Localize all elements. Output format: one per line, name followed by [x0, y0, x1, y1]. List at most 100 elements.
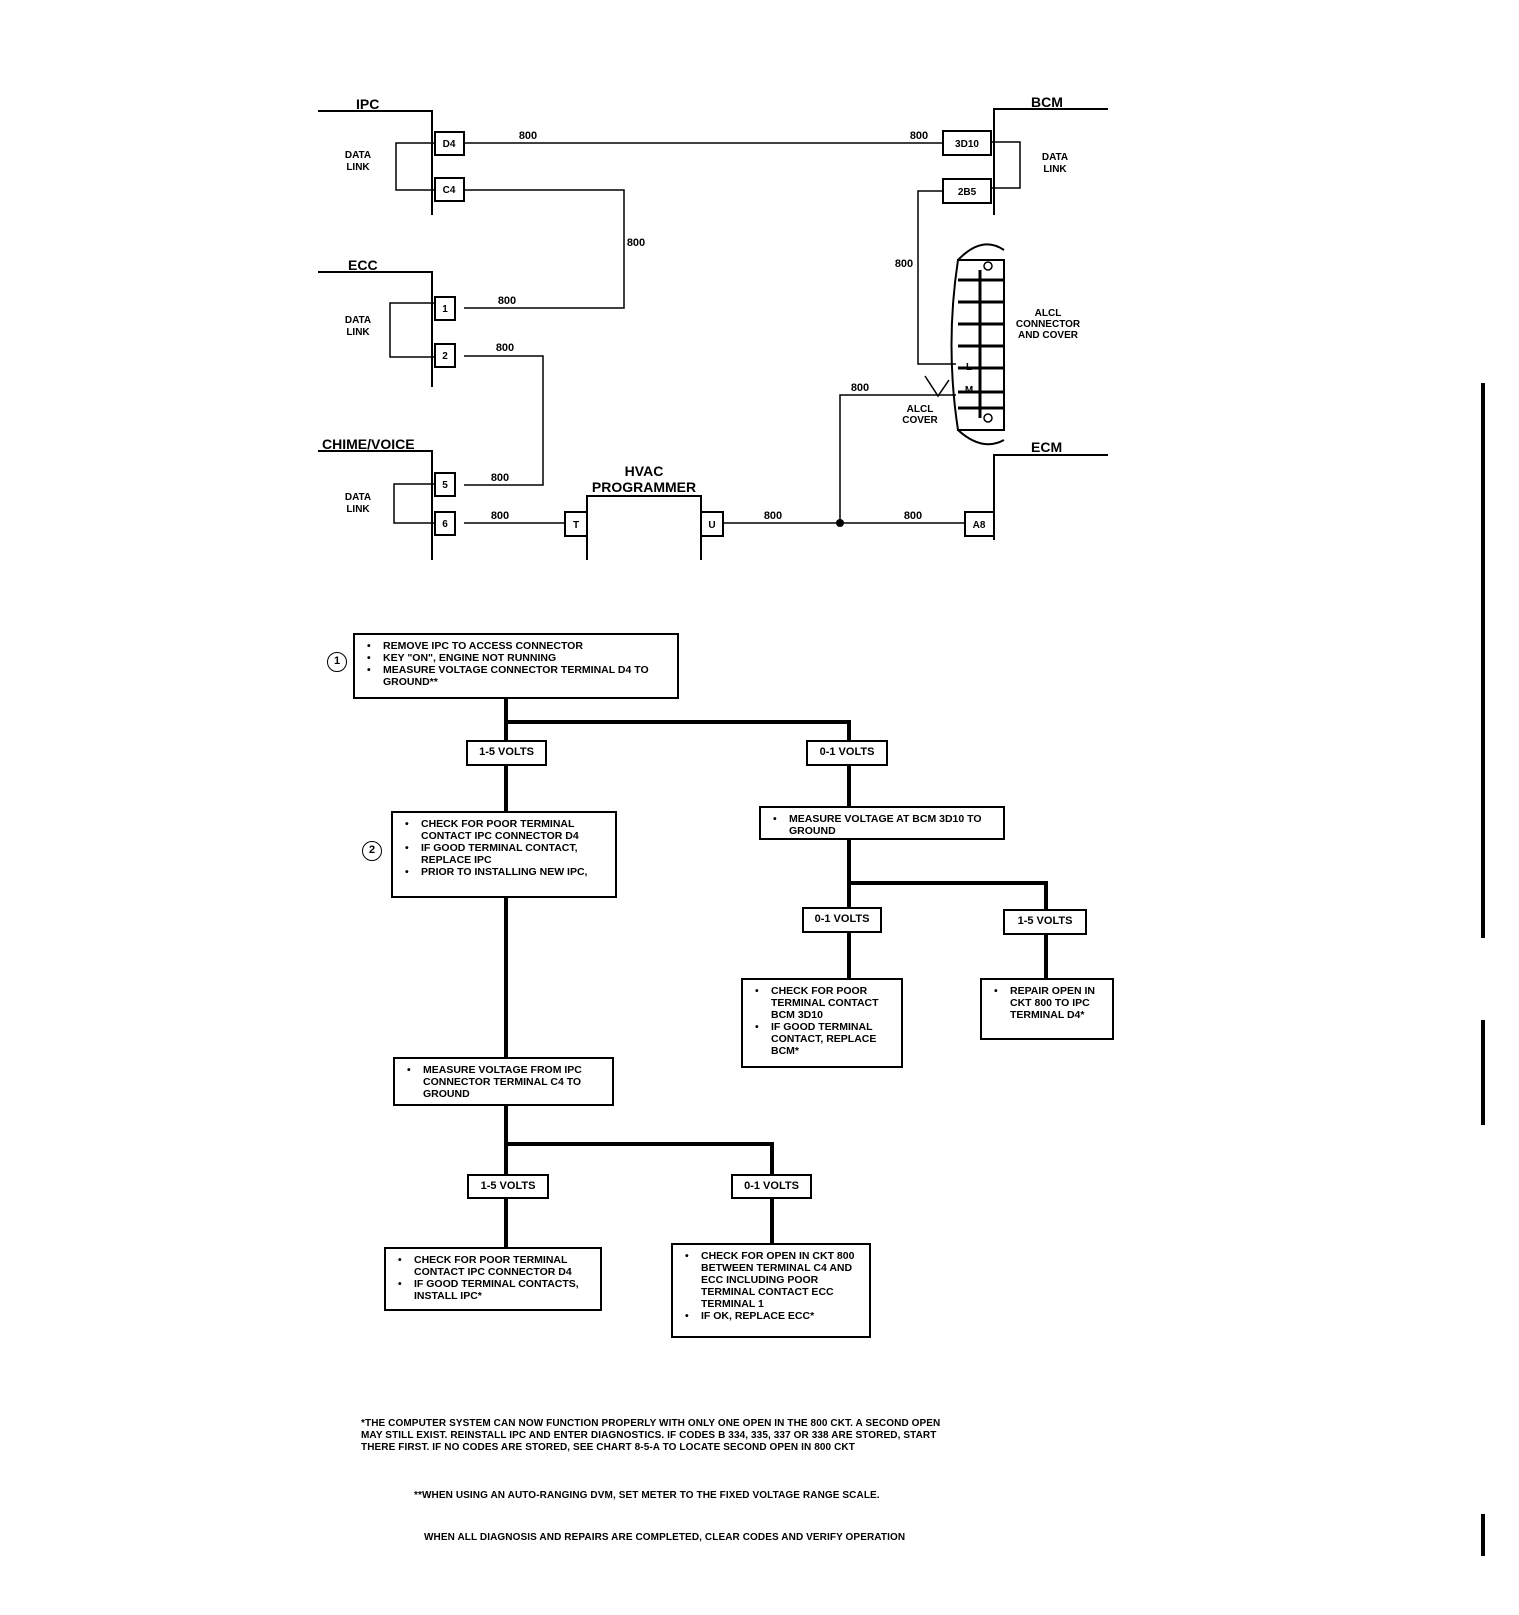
alcl-screw-top: [983, 261, 993, 271]
box-check-ipc-item: CHECK FOR POOR TERMINAL CONTACT IPC CONN…: [405, 818, 607, 842]
term-chime-6: 6: [442, 519, 448, 530]
ecc-data-link-2: LINK: [346, 327, 370, 338]
footnote-1: *THE COMPUTER SYSTEM CAN NOW FUNCTION PR…: [361, 1418, 1081, 1454]
box-check-ipc: CHECK FOR POOR TERMINAL CONTACT IPC CONN…: [391, 811, 617, 898]
alcl-label-2: CONNECTOR: [1016, 319, 1081, 330]
footnote-1-line: MAY STILL EXIST. REINSTALL IPC AND ENTER…: [361, 1430, 937, 1441]
step-1-marker: 1: [327, 652, 347, 672]
wire-label: 800: [851, 382, 869, 394]
alcl-cover-pointer: [924, 375, 950, 398]
term-box-hvac-t: [564, 511, 588, 537]
chime-data-link-1: DATA: [345, 492, 371, 503]
wire-label: 800: [910, 130, 928, 142]
box-start-item: KEY "ON", ENGINE NOT RUNNING: [367, 652, 669, 664]
footnote-2: **WHEN USING AN AUTO-RANGING DVM, SET ME…: [414, 1490, 880, 1501]
term-box-chime-5: [434, 472, 456, 497]
wire-label: 800: [627, 237, 645, 249]
wire-label: 800: [498, 295, 516, 307]
splice-dot: [836, 519, 844, 527]
alcl-cover-label-2: COVER: [902, 415, 938, 426]
term-hvac-t: T: [573, 520, 579, 531]
wire-label: 800: [904, 510, 922, 522]
page-edge-bar: [1481, 1514, 1485, 1556]
box-install-ipc-item: CHECK FOR POOR TERMINAL CONTACT IPC CONN…: [398, 1254, 592, 1278]
term-ipc-d4: D4: [443, 139, 456, 150]
term-ecm-a8: A8: [973, 520, 986, 531]
box-check-open-item: IF OK, REPLACE ECC*: [685, 1310, 861, 1322]
wire-bcm-2b5-alcl-l: [917, 190, 956, 365]
alcl-cover-label-1: ALCL: [907, 404, 934, 415]
ipc-data-link-2: LINK: [346, 162, 370, 173]
wire-label: 800: [764, 510, 782, 522]
flowchart-connectors: [504, 699, 1048, 1247]
wire-label: 800: [496, 342, 514, 354]
box-install-ipc-item: IF GOOD TERMINAL CONTACTS, INSTALL IPC*: [398, 1278, 592, 1302]
volts-box-1-5-c4: 1-5 VOLTS: [467, 1174, 549, 1199]
box-check-bcm-item: CHECK FOR POOR TERMINAL CONTACT BCM 3D10: [755, 985, 893, 1021]
footnote-1-line: *THE COMPUTER SYSTEM CAN NOW FUNCTION PR…: [361, 1418, 941, 1429]
alcl-label-3: AND COVER: [1018, 330, 1079, 341]
box-measure-bcm-item: MEASURE VOLTAGE AT BCM 3D10 TO GROUND: [773, 813, 995, 837]
term-alcl-m: M: [965, 385, 973, 396]
alcl-connector-grid: [958, 270, 1004, 418]
term-box-bcm-3d10: [942, 130, 992, 156]
box-check-bcm: CHECK FOR POOR TERMINAL CONTACT BCM 3D10…: [741, 978, 903, 1068]
module-ecm-label: ECM: [1031, 439, 1062, 455]
bcm-module-outline: [993, 108, 1108, 215]
box-check-open-item: CHECK FOR OPEN IN CKT 800 BETWEEN TERMIN…: [685, 1250, 861, 1310]
module-ecc-label: ECC: [348, 257, 378, 273]
footnote-1-line: THERE FIRST. IF NO CODES ARE STORED, SEE…: [361, 1442, 855, 1453]
box-start-item: MEASURE VOLTAGE CONNECTOR TERMINAL D4 TO…: [367, 664, 669, 688]
volts-box-1-5-bcm: 1-5 VOLTS: [1003, 909, 1087, 935]
box-check-ipc-item: PRIOR TO INSTALLING NEW IPC,: [405, 866, 607, 878]
volts-box-0-1: 0-1 VOLTS: [806, 740, 888, 766]
volts-box-1-5: 1-5 VOLTS: [466, 740, 547, 766]
ipc-data-link-1: DATA: [345, 150, 371, 161]
alcl-screw-bottom: [983, 413, 993, 423]
box-check-ipc-item: IF GOOD TERMINAL CONTACT, REPLACE IPC: [405, 842, 607, 866]
bcm-data-link-2: LINK: [1043, 164, 1067, 175]
footnote-3: WHEN ALL DIAGNOSIS AND REPAIRS ARE COMPL…: [424, 1532, 906, 1543]
box-measure-bcm: MEASURE VOLTAGE AT BCM 3D10 TO GROUND: [759, 806, 1005, 840]
term-ecc-2: 2: [442, 351, 448, 362]
volts-box-0-1-bcm: 0-1 VOLTS: [802, 907, 882, 933]
wire-splice-alcl-m: [839, 394, 956, 523]
ipc-data-link-bracket: [395, 142, 435, 191]
term-box-ipc-c4: [434, 177, 465, 202]
alcl-connector-top: [957, 243, 1005, 261]
box-start-item: REMOVE IPC TO ACCESS CONNECTOR: [367, 640, 669, 652]
module-hvac-label-2: PROGRAMMER: [592, 479, 696, 495]
term-ecc-1: 1: [442, 304, 448, 315]
wire-label: 800: [491, 510, 509, 522]
term-chime-5: 5: [442, 480, 448, 491]
box-repair-open-item: REPAIR OPEN IN CKT 800 TO IPC TERMINAL D…: [994, 985, 1104, 1021]
module-chime-label: CHIME/VOICE: [322, 436, 415, 452]
box-repair-open: REPAIR OPEN IN CKT 800 TO IPC TERMINAL D…: [980, 978, 1114, 1040]
box-check-bcm-item: IF GOOD TERMINAL CONTACT, REPLACE BCM*: [755, 1021, 893, 1057]
term-ipc-c4: C4: [443, 185, 456, 196]
ecc-data-link-bracket: [389, 302, 435, 358]
wire-ecc-2-chime-5: [464, 355, 544, 486]
box-measure-c4: MEASURE VOLTAGE FROM IPC CONNECTOR TERMI…: [393, 1057, 614, 1106]
box-measure-c4-item: MEASURE VOLTAGE FROM IPC CONNECTOR TERMI…: [407, 1064, 604, 1100]
chime-data-link-2: LINK: [346, 504, 370, 515]
ecc-data-link-1: DATA: [345, 315, 371, 326]
term-box-bcm-2b5: [942, 178, 992, 204]
term-box-ipc-d4: [434, 131, 465, 156]
term-alcl-l: L: [966, 362, 972, 373]
box-check-open: CHECK FOR OPEN IN CKT 800 BETWEEN TERMIN…: [671, 1243, 871, 1338]
term-box-chime-6: [434, 511, 456, 536]
wire-label: 800: [895, 258, 913, 270]
box-start: REMOVE IPC TO ACCESS CONNECTOR KEY "ON",…: [353, 633, 679, 699]
alcl-label-1: ALCL: [1035, 308, 1062, 319]
step-2-marker: 2: [362, 841, 382, 861]
page-edge-bar: [1481, 383, 1485, 938]
term-box-hvac-u: [700, 511, 724, 537]
module-hvac-label-1: HVAC: [625, 463, 664, 479]
page-edge-bar: [1481, 1020, 1485, 1125]
bcm-data-link-1: DATA: [1042, 152, 1068, 163]
ecm-module-outline: [993, 454, 1108, 540]
term-bcm-3d10: 3D10: [955, 139, 979, 150]
alcl-connector: [950, 259, 1005, 431]
